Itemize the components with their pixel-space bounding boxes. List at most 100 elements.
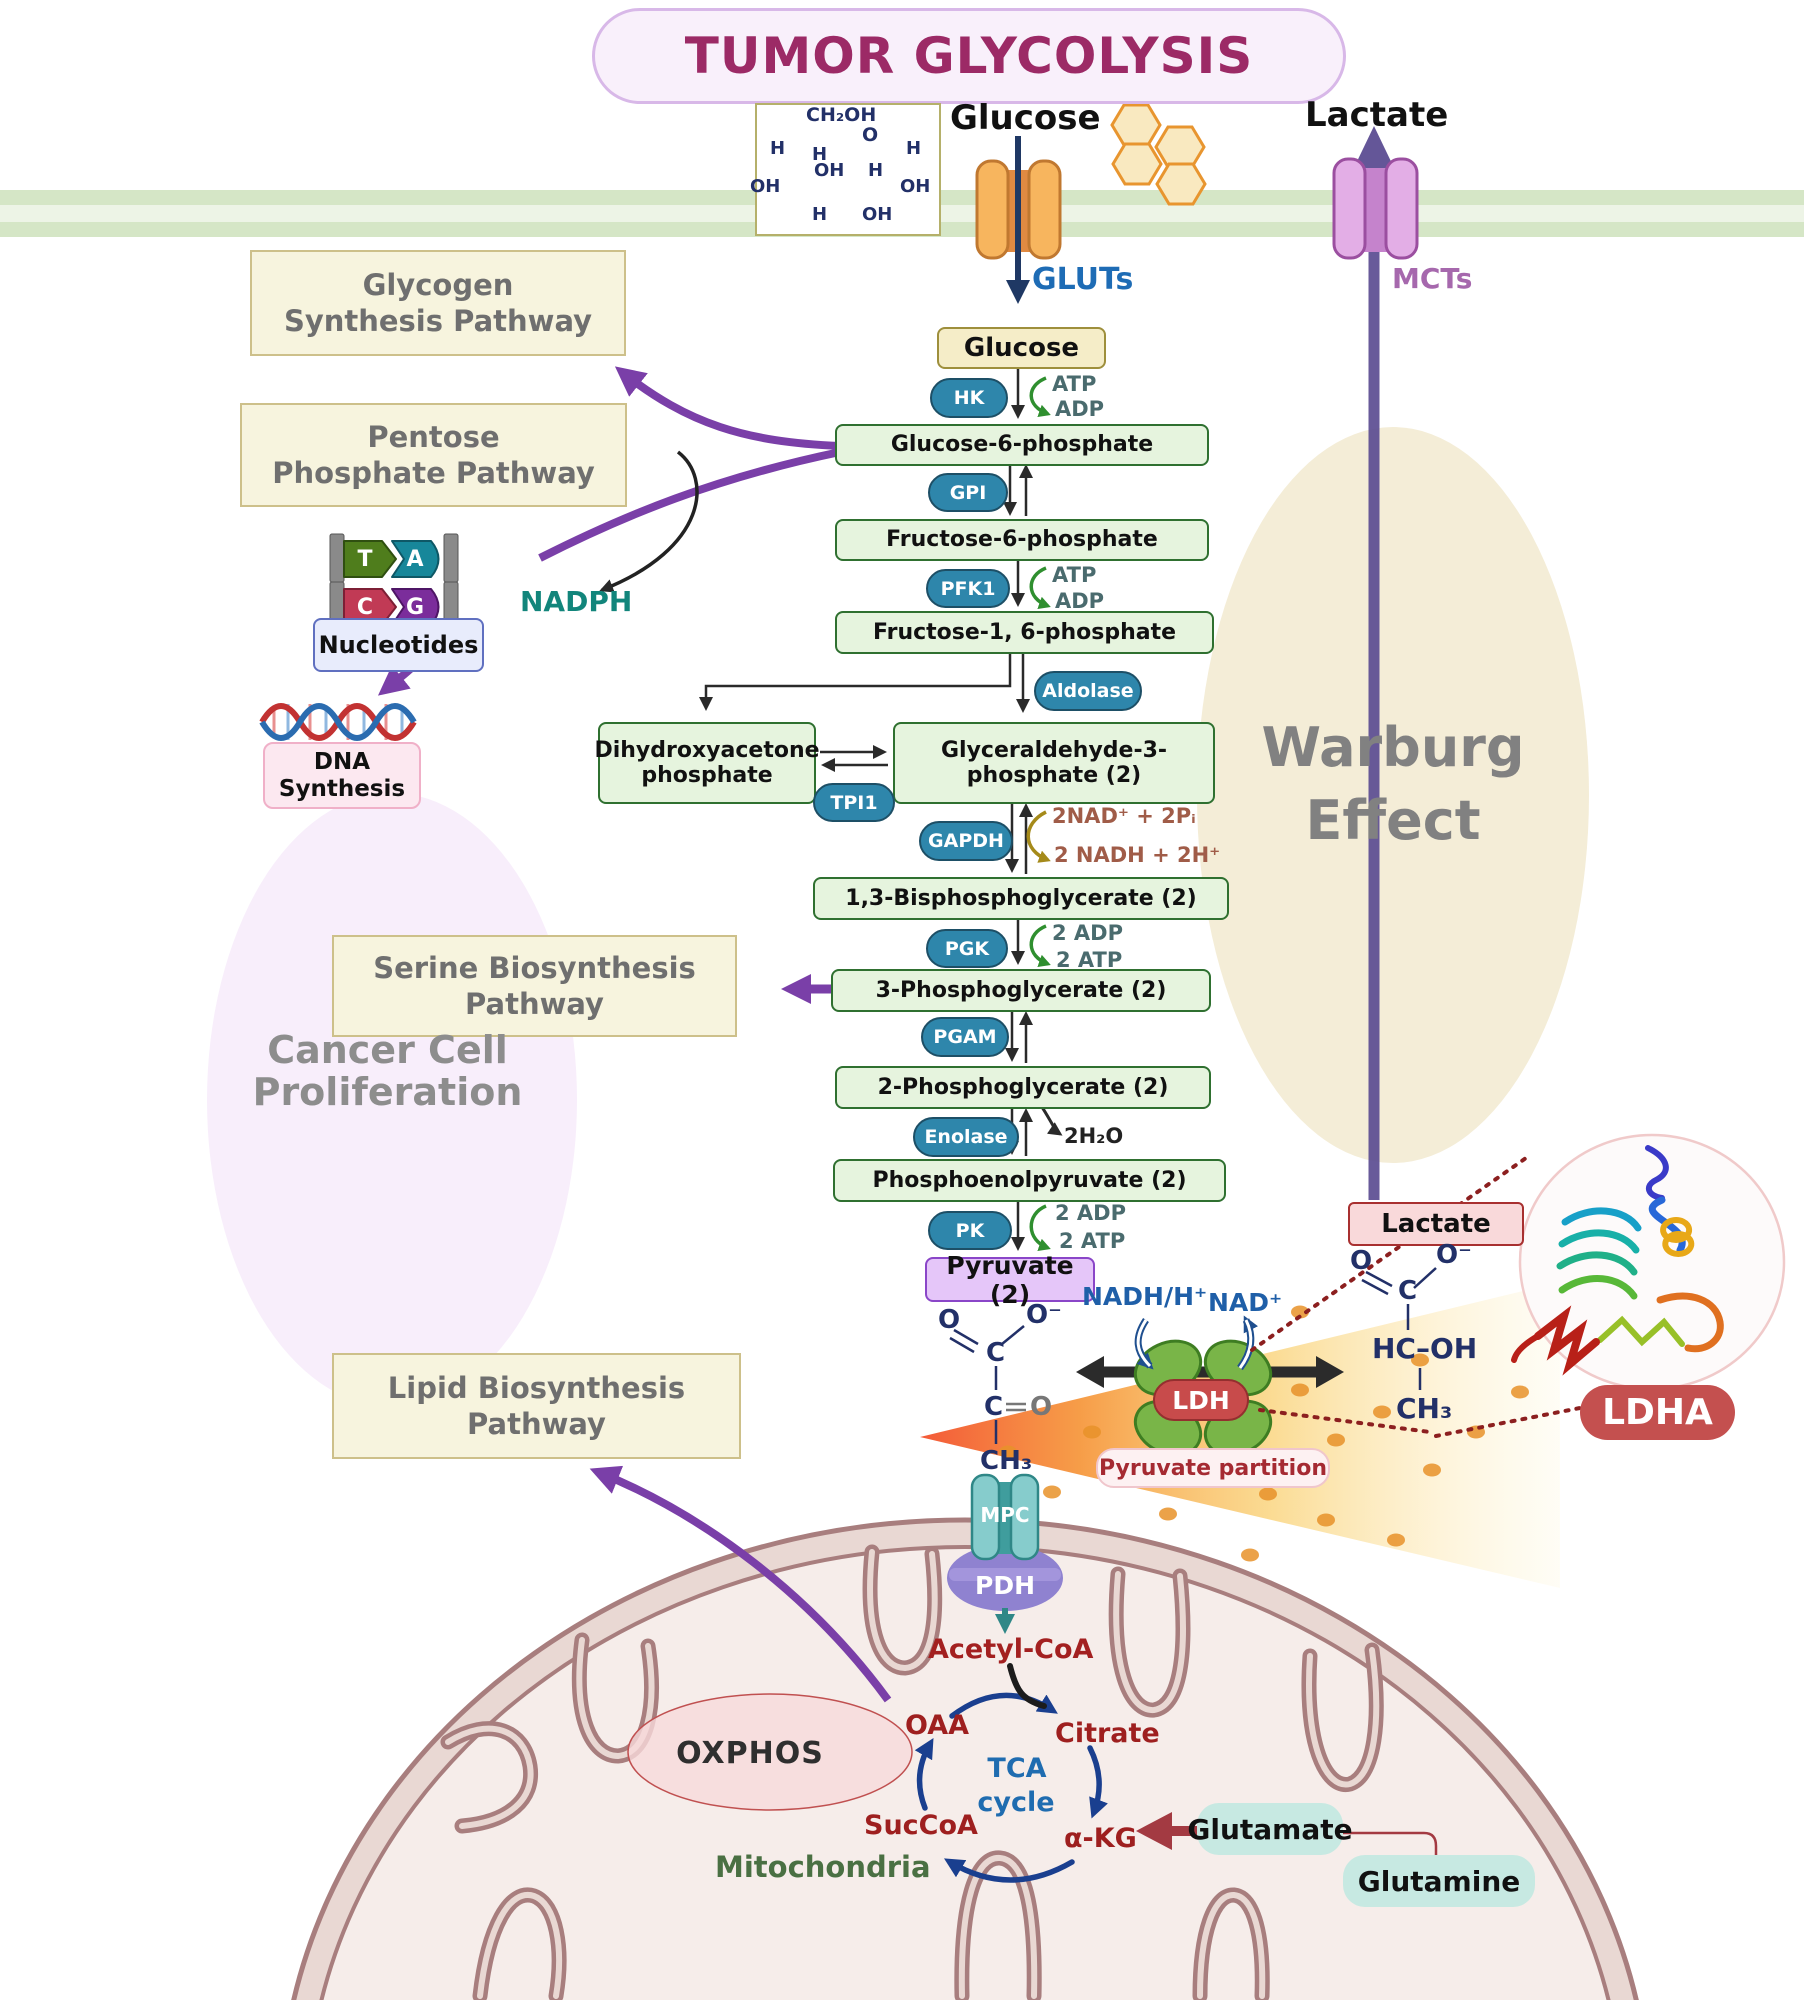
lac-c1: C <box>1398 1276 1418 1306</box>
cofactor-2adp-2: 2 ADP <box>1055 1201 1126 1225</box>
metabolite-2pg: 2-Phosphoglycerate (2) <box>835 1066 1211 1109</box>
citrate-label: Citrate <box>1055 1718 1160 1749</box>
succoa-label: SucCoA <box>864 1810 978 1841</box>
base-g: G <box>405 594 425 620</box>
nad-label: NAD⁺ <box>1208 1288 1283 1317</box>
cofactor-2atp-1: 2 ATP <box>1056 948 1123 972</box>
atp-adp-curves <box>1029 376 1051 1252</box>
cofactor-nad-in: 2NAD⁺ + 2Pᵢ <box>1052 804 1196 828</box>
glucose-structure-box <box>755 103 941 236</box>
dhap-line1: Dihydroxyacetone <box>594 737 820 763</box>
cofactor-2atp-2: 2 ATP <box>1059 1229 1126 1253</box>
gap-line2: phosphate (2) <box>966 763 1142 788</box>
enzyme-tpi1: TPI1 <box>813 783 895 822</box>
metabolite-pep: Phosphoenolpyruvate (2) <box>833 1159 1226 1202</box>
serine-line2: Pathway <box>465 987 604 1021</box>
acetyl-coa-label: Acetyl-CoA <box>928 1634 1094 1665</box>
dhap-line2: phosphate <box>641 763 773 788</box>
ldha-protein-structure-icon <box>1511 1133 1786 1391</box>
ring-oh4: OH <box>862 204 893 225</box>
akg-label: α-KG <box>1064 1823 1137 1854</box>
extracellular-lactate-label: Lactate <box>1305 95 1449 135</box>
lipid-line2: Pathway <box>467 1407 606 1441</box>
cofactor-2adp-1: 2 ADP <box>1052 921 1123 945</box>
nadh-nad-curved-arrows <box>1134 1315 1259 1371</box>
nadph-arrow <box>599 450 699 593</box>
lactate-box: Lactate <box>1348 1202 1524 1246</box>
pyr-o1: O <box>938 1305 961 1335</box>
cofactor-atp-2: ATP <box>1052 563 1097 587</box>
enzyme-aldolase: Aldolase <box>1034 671 1142 711</box>
cofactor-atp-1: ATP <box>1052 372 1097 396</box>
cancer-line2: Proliferation <box>252 1070 523 1114</box>
pyr-o2: O⁻ <box>1026 1300 1062 1330</box>
structure-bonds <box>949 1267 1437 1444</box>
ring-oh2: OH <box>900 176 931 197</box>
pyruvate-partition-label: Pyruvate partition <box>1096 1448 1330 1488</box>
glutamate-box: Glutamate <box>1187 1803 1353 1855</box>
enzyme-gapdh: GAPDH <box>919 821 1013 861</box>
glucose-box: Glucose <box>937 327 1106 369</box>
metabolite-3pg: 3-Phosphoglycerate (2) <box>831 969 1211 1012</box>
lac-ch3: CH₃ <box>1396 1392 1453 1425</box>
metabolite-gap: Glyceraldehyde-3-phosphate (2) <box>893 722 1215 804</box>
acetyl-to-tca-arrow <box>1007 1663 1047 1709</box>
pentose-line1: Pentose <box>367 419 500 454</box>
pyr-c2: C <box>984 1392 1004 1422</box>
lac-o2: O⁻ <box>1436 1240 1472 1270</box>
oxphos-label: OXPHOS <box>676 1735 824 1771</box>
oxphos-ellipse <box>627 1693 913 1811</box>
base-t: T <box>357 546 373 572</box>
ring-h5: H <box>812 204 828 225</box>
enzyme-pk: PK <box>928 1211 1012 1250</box>
mpc-label: MPC <box>980 1503 1030 1527</box>
metabolite-f16bp: Fructose-1, 6-phosphate <box>835 611 1214 654</box>
warburg-effect-ellipse <box>1197 427 1589 1163</box>
ring-o: O <box>862 124 879 146</box>
enzyme-pgam: PGAM <box>921 1017 1009 1057</box>
enzyme-hk: HK <box>930 378 1008 418</box>
tca-line1: TCA <box>987 1752 1047 1784</box>
lipid-line1: Lipid Biosynthesis <box>387 1370 686 1405</box>
metabolite-f6p: Fructose-6-phosphate <box>835 519 1209 561</box>
glucose-hexagons-icon <box>1110 103 1207 206</box>
metabolite-pyruvate: Pyruvate (2) <box>925 1251 1095 1309</box>
nad-curve <box>1026 810 1051 863</box>
enzyme-pgk: PGK <box>926 929 1008 968</box>
tca-line2: cycle <box>977 1786 1055 1818</box>
ring-ch2oh: CH₂OH <box>806 104 877 126</box>
dna-line1: DNA <box>313 749 371 776</box>
ring-oh1: OH <box>814 160 845 181</box>
serine-line1: Serine Biosynthesis <box>373 950 696 985</box>
ring-h4: H <box>906 138 922 159</box>
glycogen-line1: Glycogen <box>362 267 514 302</box>
gap-line1: Glyceraldehyde-3- <box>940 737 1168 763</box>
pyr-ch3: CH₃ <box>980 1446 1033 1476</box>
ring-h3: H <box>868 160 884 181</box>
ring-h2: H <box>812 144 828 165</box>
cofactor-nadh-out: 2 NADH + 2H⁺ <box>1054 843 1221 867</box>
warburg-line2: Effect <box>1305 789 1481 852</box>
extracellular-glucose-label: Glucose <box>950 98 1101 138</box>
nadph-label: NADPH <box>520 585 633 618</box>
ldh-label: LDH <box>1153 1379 1249 1421</box>
gluts-label: GLUTs <box>1032 262 1134 297</box>
mcts-label: MCTs <box>1392 262 1473 295</box>
mct-transporter-icon <box>1332 157 1419 260</box>
nucleotides-label: Nucleotides <box>313 618 484 672</box>
pdh-label: PDH <box>975 1570 1035 1600</box>
base-c: C <box>356 594 374 620</box>
page-title: TUMOR GLYCOLYSIS <box>592 8 1346 104</box>
ring-oh3: OH <box>750 176 781 197</box>
metabolite-13bpg: 1,3-Bisphosphoglycerate (2) <box>813 877 1229 920</box>
nucleotide-blocks-icon <box>329 533 459 631</box>
glutamate-arrow <box>1136 1812 1438 1876</box>
